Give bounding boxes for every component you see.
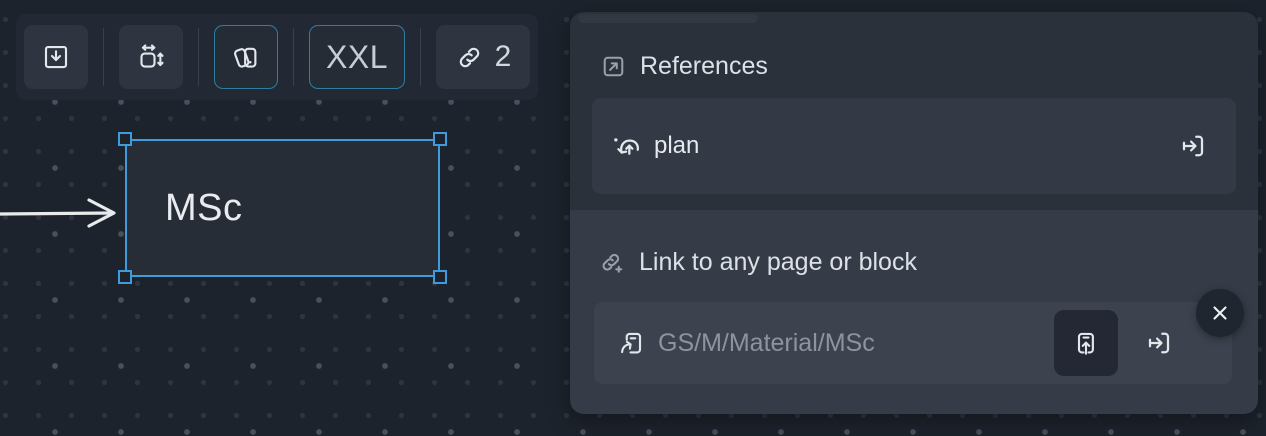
- font-size-label: XXL: [326, 38, 388, 75]
- selection-handle-ne[interactable]: [433, 132, 447, 146]
- selection-handle-sw[interactable]: [118, 270, 132, 284]
- references-section: References plan: [570, 12, 1258, 210]
- panel-sheen: [578, 14, 758, 23]
- link-input-card: [594, 302, 1232, 384]
- link-title: Link to any page or block: [639, 248, 917, 276]
- link-header: Link to any page or block: [598, 248, 917, 277]
- toolbar-divider: [103, 28, 104, 86]
- font-size-button[interactable]: XXL: [309, 25, 405, 89]
- link-plus-icon: [598, 249, 626, 277]
- insert-into-frame-button[interactable]: [24, 25, 88, 89]
- toolbar-divider: [293, 28, 294, 86]
- close-button[interactable]: [1196, 289, 1244, 337]
- close-icon: [1209, 302, 1231, 324]
- toolbar-divider: [198, 28, 199, 86]
- arrow-out-box-icon: [600, 53, 627, 80]
- resize-arrows-icon: [136, 42, 166, 72]
- link-section: Link to any page or block: [570, 210, 1258, 414]
- toolbar-divider: [420, 28, 421, 86]
- reference-item-plan[interactable]: plan: [592, 98, 1236, 194]
- link-search-input[interactable]: [658, 328, 1042, 358]
- open-page-button[interactable]: [1144, 328, 1174, 358]
- style-button[interactable]: [214, 25, 278, 89]
- loop-arrow-icon: [612, 130, 644, 162]
- links-button[interactable]: 2: [436, 25, 530, 89]
- references-header: References: [600, 52, 768, 81]
- link-count: 2: [494, 40, 512, 73]
- element-toolbar: XXL 2: [16, 14, 538, 100]
- shape-label: MSc: [165, 186, 243, 229]
- references-title: References: [640, 52, 768, 80]
- page-arrow-up-icon: [1071, 328, 1101, 358]
- connector-arrow[interactable]: [0, 195, 135, 235]
- reference-item-label: plan: [654, 132, 700, 159]
- selection-handle-nw[interactable]: [118, 132, 132, 146]
- link-icon: [455, 43, 484, 72]
- auto-resize-button[interactable]: [119, 25, 183, 89]
- insert-into-page-button[interactable]: [1054, 310, 1118, 376]
- selection-handle-se[interactable]: [433, 270, 447, 284]
- selected-shape[interactable]: MSc: [125, 139, 440, 277]
- enter-icon[interactable]: [1178, 131, 1208, 161]
- references-panel: References plan: [570, 12, 1258, 414]
- page-arrow-in-icon: [616, 328, 646, 358]
- swatches-icon: [231, 42, 261, 72]
- frame-arrow-down-icon: [41, 42, 71, 72]
